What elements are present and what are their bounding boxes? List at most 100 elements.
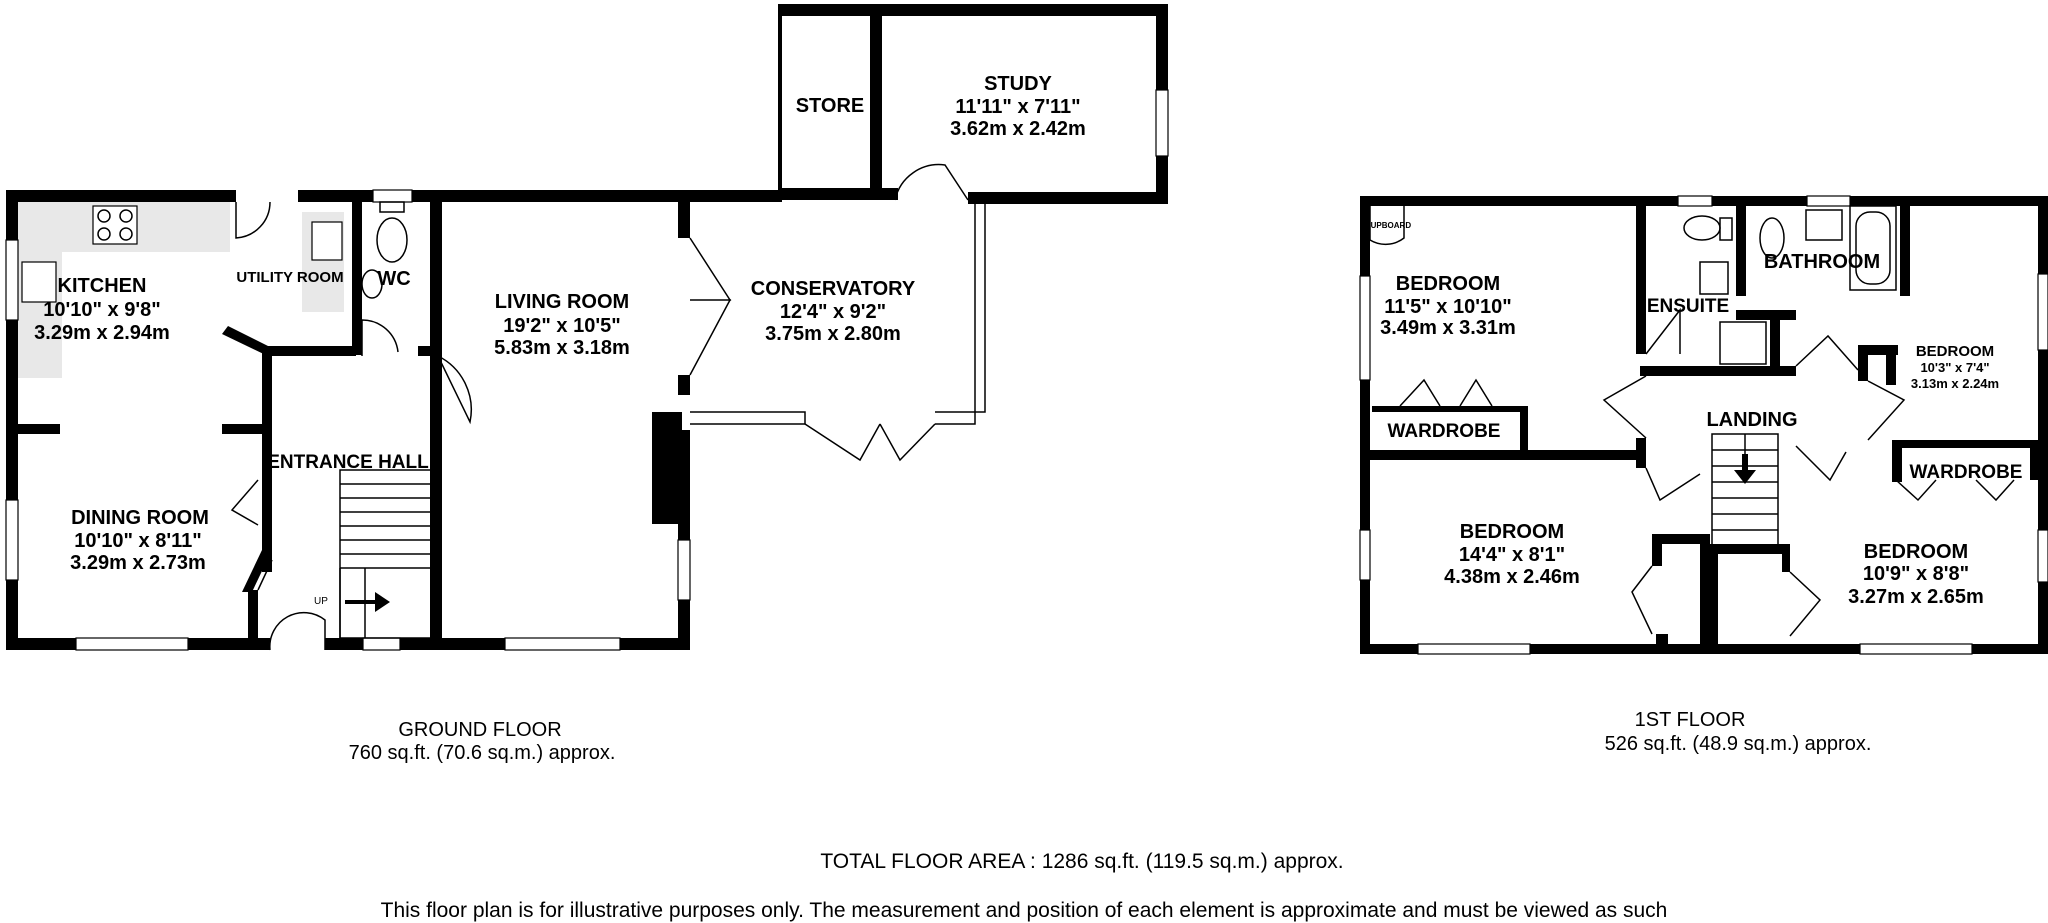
window bbox=[1359, 275, 1371, 381]
wall bbox=[968, 192, 1168, 204]
wall bbox=[1656, 634, 1668, 654]
window bbox=[2037, 529, 2048, 583]
french-door bbox=[804, 423, 936, 462]
door bbox=[894, 163, 969, 201]
wall bbox=[248, 590, 258, 645]
room-size-metric-study: 3.62m x 2.42m bbox=[950, 118, 1086, 140]
window bbox=[677, 539, 691, 601]
chimney-breast bbox=[652, 412, 682, 524]
window bbox=[75, 637, 189, 651]
wall bbox=[262, 560, 272, 572]
wall bbox=[418, 346, 438, 356]
wall bbox=[678, 375, 690, 395]
room-name-bedroom-1: BEDROOM bbox=[1396, 273, 1500, 295]
french-door bbox=[689, 237, 732, 376]
room-name-ensuite: ENSUITE bbox=[1647, 296, 1729, 317]
wall bbox=[1892, 442, 1902, 482]
room-size-metric-kitchen: 3.29m x 2.94m bbox=[34, 322, 170, 344]
room-name-bedroom-2: BEDROOM bbox=[1916, 343, 1994, 360]
wall bbox=[1360, 380, 1370, 530]
room-size-imperial-study: 11'11" x 7'11" bbox=[955, 96, 1080, 118]
wall bbox=[1782, 554, 1790, 572]
ground-floor-caption-title: GROUND FLOOR bbox=[398, 719, 561, 741]
room-name-dining: DINING ROOM bbox=[71, 507, 209, 529]
bath-icon bbox=[1849, 205, 1897, 291]
cupboard-door bbox=[1369, 206, 1405, 246]
room-size-metric-living: 5.83m x 3.18m bbox=[494, 337, 630, 359]
hob-ring bbox=[97, 209, 111, 223]
wall bbox=[1712, 196, 1807, 206]
wall bbox=[6, 190, 236, 202]
door bbox=[1789, 571, 1822, 637]
shower-tray-icon bbox=[1719, 321, 1767, 365]
room-size-metric-bedroom-4: 3.27m x 2.65m bbox=[1848, 586, 1984, 608]
room-name-bathroom: BATHROOM bbox=[1764, 251, 1880, 273]
wall bbox=[2038, 350, 2048, 530]
room-size-metric-bedroom-3: 4.38m x 2.46m bbox=[1444, 566, 1580, 588]
hob-ring bbox=[119, 227, 133, 241]
door bbox=[1645, 467, 1701, 502]
wall bbox=[870, 4, 882, 200]
room-size-imperial-bedroom-2: 10'3" x 7'4" bbox=[1920, 360, 1989, 375]
room-name-landing: LANDING bbox=[1706, 409, 1797, 431]
hob-ring bbox=[119, 209, 133, 223]
first-floor-plan bbox=[1359, 195, 2048, 655]
wall bbox=[6, 638, 76, 650]
staircase bbox=[339, 469, 433, 639]
room-name-bedroom-4: BEDROOM bbox=[1864, 541, 1968, 563]
wall bbox=[222, 424, 268, 434]
wall bbox=[1710, 544, 1790, 554]
wall bbox=[1710, 554, 1718, 654]
wall bbox=[268, 346, 356, 356]
room-name-bedroom-3: BEDROOM bbox=[1460, 521, 1564, 543]
door bbox=[269, 611, 326, 651]
wall bbox=[1850, 196, 2048, 206]
wall bbox=[2030, 440, 2040, 480]
wall bbox=[1640, 366, 1796, 376]
wall bbox=[262, 346, 272, 561]
wall bbox=[1520, 406, 1528, 456]
stairs-arrow-icon bbox=[345, 592, 390, 612]
room-name-study: STUDY bbox=[984, 73, 1052, 95]
basin-icon bbox=[1699, 261, 1729, 295]
wall bbox=[222, 326, 272, 358]
window bbox=[1155, 89, 1169, 157]
room-size-imperial-conservatory: 12'4" x 9'2" bbox=[780, 301, 886, 323]
wall bbox=[1652, 534, 1708, 544]
toilet-icon bbox=[1759, 217, 1785, 259]
door bbox=[1631, 565, 1653, 635]
hob-ring bbox=[97, 227, 111, 241]
wall bbox=[18, 424, 60, 434]
wall bbox=[620, 638, 690, 650]
door bbox=[1602, 375, 1647, 439]
first-floor-caption-area: 526 sq.ft. (48.9 sq.m.) approx. bbox=[1605, 733, 1872, 755]
door bbox=[257, 559, 273, 591]
wall bbox=[1636, 438, 1646, 468]
stairs-arrow-icon bbox=[1734, 454, 1756, 484]
room-size-imperial-bedroom-1: 11'5" x 10'10" bbox=[1384, 296, 1511, 318]
window bbox=[1359, 529, 1371, 581]
wall bbox=[430, 638, 505, 650]
total-floor-area: TOTAL FLOOR AREA : 1286 sq.ft. (119.5 sq… bbox=[820, 850, 1343, 873]
wall bbox=[400, 638, 430, 650]
wall bbox=[325, 638, 363, 650]
wall bbox=[430, 200, 442, 650]
room-name-hall: ENTRANCE HALL bbox=[267, 452, 429, 473]
wall bbox=[1530, 644, 1860, 654]
wall bbox=[1360, 196, 1678, 206]
cistern-icon bbox=[1719, 217, 1733, 241]
hob-icon bbox=[92, 205, 138, 245]
wall bbox=[1700, 534, 1710, 654]
room-name-cupboard: CUPBOARD bbox=[1365, 221, 1411, 230]
wall bbox=[1972, 644, 2048, 654]
window bbox=[5, 239, 19, 321]
room-name-conservatory: CONSERVATORY bbox=[751, 278, 916, 300]
room-size-imperial-bedroom-3: 14'4" x 8'1" bbox=[1459, 544, 1565, 566]
door bbox=[235, 201, 271, 239]
wall bbox=[1372, 406, 1522, 412]
first-floor-caption-title: 1ST FLOOR bbox=[1635, 709, 1746, 731]
wall bbox=[678, 600, 690, 650]
wall bbox=[1900, 196, 1910, 296]
room-size-imperial-dining: 10'10" x 8'11" bbox=[74, 530, 201, 552]
